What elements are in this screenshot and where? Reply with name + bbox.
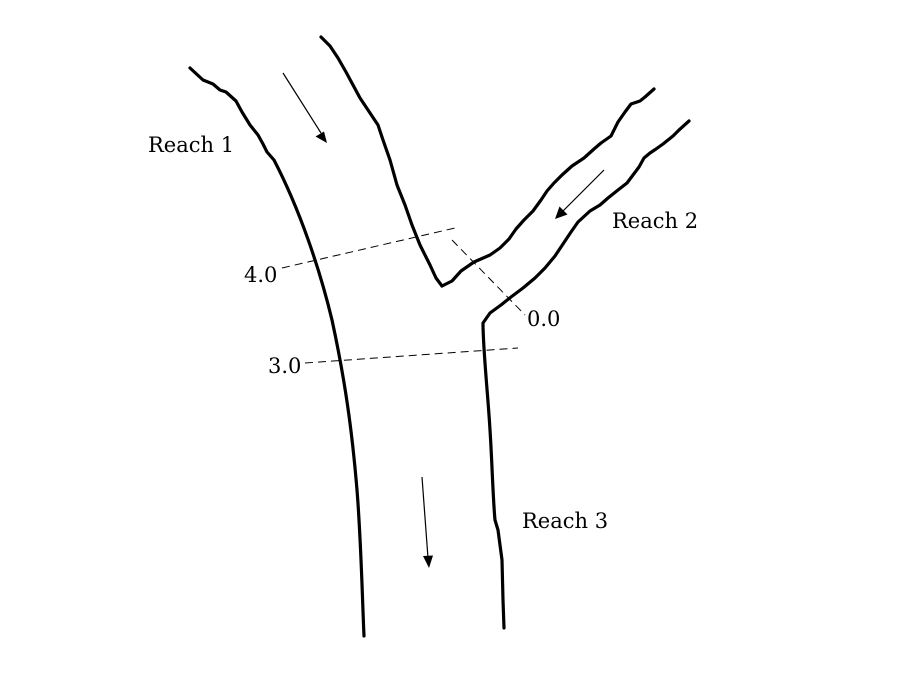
reach2-upper-bank xyxy=(440,87,656,288)
flow-arrow-reach2 xyxy=(555,169,605,219)
flow-arrows xyxy=(282,72,605,568)
cross-section-4-0 xyxy=(281,227,456,269)
station-3-0-label: 3.0 xyxy=(268,354,301,378)
cross-section-3-0 xyxy=(304,347,519,364)
station-4-0-label: 4.0 xyxy=(244,263,277,287)
labels: Reach 1 Reach 2 Reach 3 4.0 3.0 0.0 xyxy=(148,133,698,533)
reach3-label: Reach 3 xyxy=(522,509,608,533)
cross-sections xyxy=(281,227,526,364)
reach1-left-bank xyxy=(188,66,366,638)
flow-arrow-reach1 xyxy=(282,72,327,143)
flow-arrow-reach3 xyxy=(421,476,433,568)
reach2-label: Reach 2 xyxy=(612,209,698,233)
reach1-right-bank xyxy=(319,35,444,288)
reach1-label: Reach 1 xyxy=(148,133,234,157)
station-0-0-label: 0.0 xyxy=(527,307,560,331)
river-banks xyxy=(188,35,691,638)
cross-section-0-0 xyxy=(451,239,526,316)
reach2-lower-bank xyxy=(481,119,691,630)
